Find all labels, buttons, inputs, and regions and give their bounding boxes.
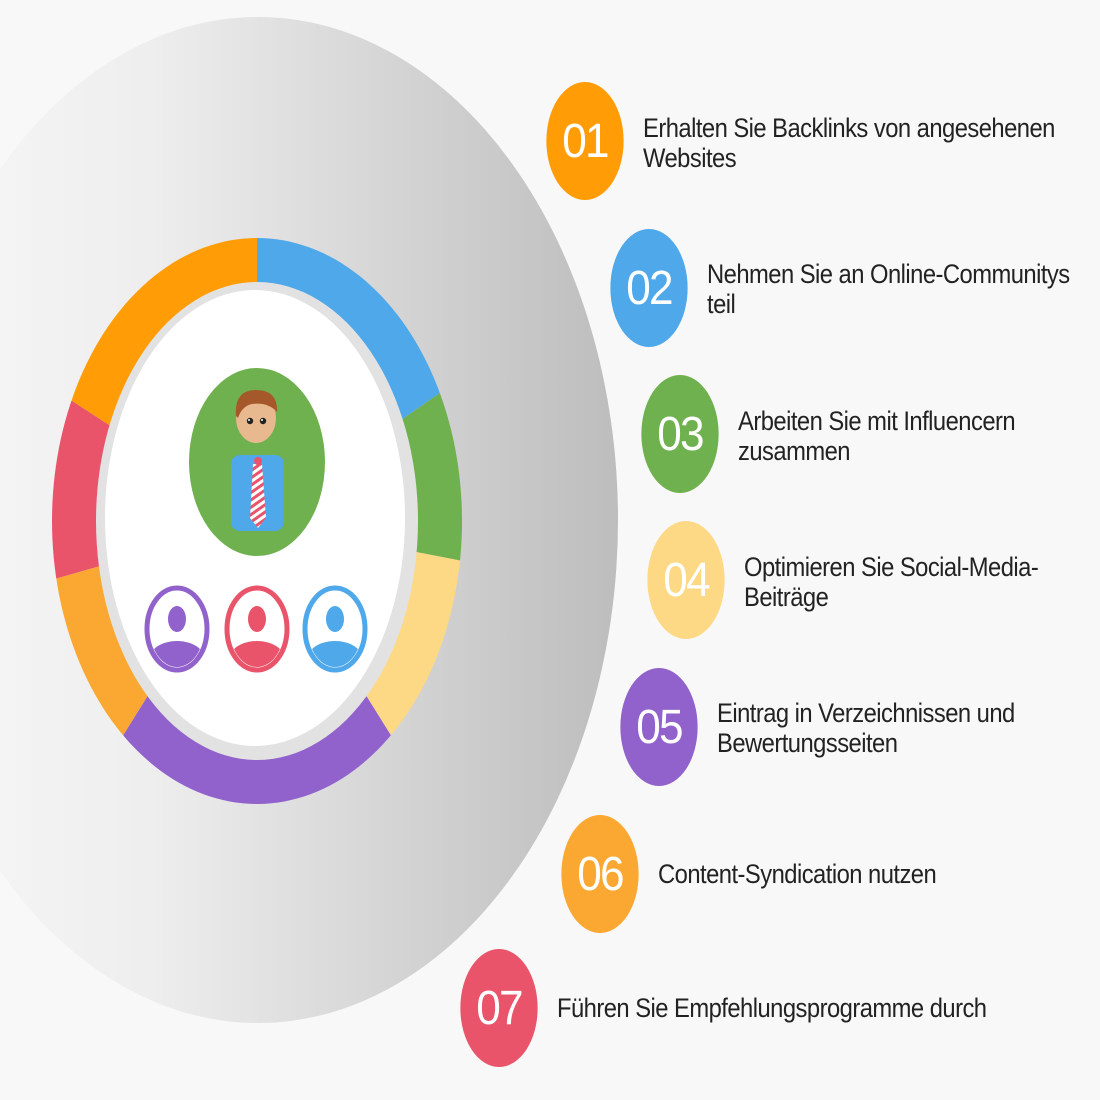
step-number-badge: 02 [610, 229, 688, 347]
step-text-line: Content-Syndication nutzen [658, 859, 937, 889]
step-number-badge: 07 [460, 949, 538, 1067]
businessman-icon [189, 368, 325, 556]
step-02: 02 [607, 229, 691, 347]
step-text-line: zusammen [738, 436, 851, 466]
step-03: 03 [638, 375, 722, 493]
user-icon-red [224, 585, 290, 673]
step-number-badge: 01 [546, 82, 624, 200]
step-07-text: Führen Sie Empfehlungsprogramme durch [557, 993, 987, 1023]
user-icon-blue [302, 585, 368, 673]
step-06-text: Content-Syndication nutzen [658, 859, 937, 889]
step-text-line: Führen Sie Empfehlungsprogramme durch [557, 993, 987, 1023]
step-text-line: Nehmen Sie an Online-Communitys [707, 259, 1070, 289]
step-text-line: Websites [643, 143, 737, 173]
step-number-badge: 05 [620, 668, 698, 786]
step-01: 01 [543, 82, 627, 200]
step-number-badge: 03 [641, 375, 719, 493]
step-06: 06 [558, 815, 642, 933]
step-07: 07 [457, 949, 541, 1067]
step-04: 04 [644, 521, 728, 639]
step-04-text: Optimieren Sie Social-Media-Beiträge [744, 552, 1039, 612]
step-text-line: Erhalten Sie Backlinks von angesehenen [643, 113, 1055, 143]
step-text-line: Optimieren Sie Social-Media- [744, 552, 1039, 582]
step-text-line: Beiträge [744, 582, 829, 612]
step-number-badge: 06 [561, 815, 639, 933]
step-text-line: Eintrag in Verzeichnissen und [717, 698, 1015, 728]
step-number-badge: 04 [647, 521, 725, 639]
step-05: 05 [617, 668, 701, 786]
user-icon-purple [144, 585, 210, 673]
step-text-line: teil [707, 289, 736, 319]
step-text-line: Arbeiten Sie mit Influencern [738, 406, 1016, 436]
step-text-line: Bewertungsseiten [717, 728, 898, 758]
